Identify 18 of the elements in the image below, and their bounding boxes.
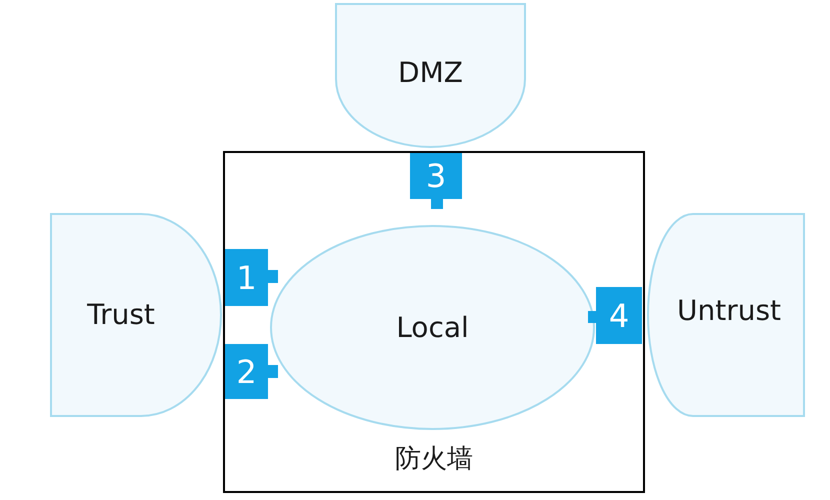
interface-badge [225, 249, 278, 306]
firewall-frame [223, 151, 645, 493]
firewall-label: 防火墙 [395, 446, 473, 472]
zone-name: Trust [87, 301, 155, 329]
interface-badge [225, 344, 278, 399]
zone-name: Untrust [676, 297, 782, 325]
interface-badge [588, 287, 642, 344]
interface-number: 2 [236, 356, 257, 388]
interface-number: 4 [608, 300, 630, 332]
zone-ellipse [270, 225, 595, 430]
zone-shape [647, 213, 805, 417]
zone-shape [50, 213, 222, 417]
zone-name: Local [396, 314, 469, 342]
interface-number: 3 [426, 160, 446, 192]
interface-number: 1 [236, 262, 257, 294]
interface-badge [410, 153, 462, 209]
zone-name: DMZ [398, 58, 463, 86]
zone-shape [335, 3, 526, 148]
